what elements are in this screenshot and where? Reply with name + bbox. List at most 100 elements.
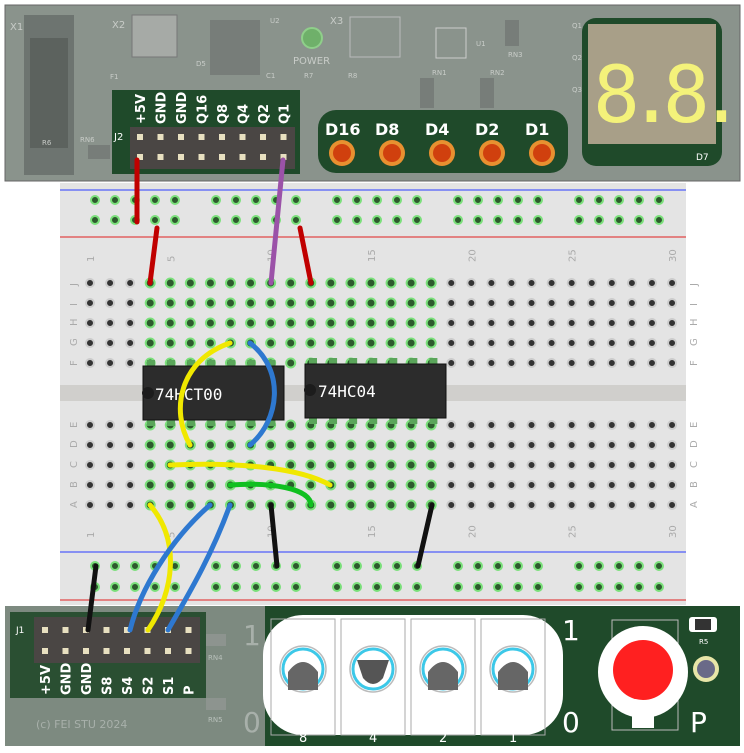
breadboard-hole[interactable]: [365, 277, 377, 289]
breadboard-hole[interactable]: [446, 480, 457, 490]
rail-hole[interactable]: [513, 195, 523, 205]
breadboard-hole[interactable]: [345, 439, 357, 451]
breadboard-hole[interactable]: [265, 297, 277, 309]
breadboard-hole[interactable]: [566, 480, 577, 490]
push-button[interactable]: [598, 619, 688, 731]
breadboard-hole[interactable]: [446, 298, 457, 308]
breadboard-hole[interactable]: [506, 278, 517, 288]
breadboard-hole[interactable]: [105, 480, 116, 490]
rail-hole[interactable]: [453, 582, 463, 592]
rail-hole[interactable]: [392, 215, 402, 225]
breadboard-hole[interactable]: [85, 500, 95, 510]
rail-hole[interactable]: [231, 561, 241, 571]
breadboard-hole[interactable]: [105, 500, 116, 510]
breadboard-hole[interactable]: [285, 439, 297, 451]
breadboard-hole[interactable]: [466, 278, 477, 288]
breadboard-hole[interactable]: [626, 500, 637, 510]
breadboard-hole[interactable]: [526, 420, 537, 430]
breadboard-hole[interactable]: [506, 440, 517, 450]
breadboard-hole[interactable]: [405, 297, 417, 309]
breadboard-hole[interactable]: [466, 420, 477, 430]
breadboard-hole[interactable]: [365, 317, 377, 329]
rail-hole[interactable]: [332, 582, 342, 592]
breadboard-hole[interactable]: [385, 499, 397, 511]
rail-hole[interactable]: [110, 215, 120, 225]
breadboard-hole[interactable]: [164, 317, 176, 329]
breadboard-hole[interactable]: [446, 500, 457, 510]
header-pin[interactable]: [103, 648, 110, 654]
rail-hole[interactable]: [513, 561, 523, 571]
breadboard-hole[interactable]: [425, 439, 437, 451]
breadboard-hole[interactable]: [526, 460, 537, 470]
rail-hole[interactable]: [372, 561, 382, 571]
breadboard-hole[interactable]: [204, 439, 216, 451]
breadboard-hole[interactable]: [184, 297, 196, 309]
header-pin[interactable]: [103, 627, 110, 633]
breadboard-hole[interactable]: [446, 318, 457, 328]
breadboard-hole[interactable]: [526, 318, 537, 328]
breadboard-hole[interactable]: [486, 460, 497, 470]
breadboard-hole[interactable]: [365, 459, 377, 471]
breadboard-hole[interactable]: [345, 459, 357, 471]
rail-hole[interactable]: [271, 582, 281, 592]
breadboard-hole[interactable]: [667, 480, 678, 490]
rail-hole[interactable]: [594, 195, 604, 205]
rail-hole[interactable]: [473, 582, 483, 592]
header-pin[interactable]: [239, 134, 246, 140]
breadboard-hole[interactable]: [626, 420, 637, 430]
header-pin[interactable]: [260, 134, 266, 140]
dip-switch-8[interactable]: 8: [270, 618, 336, 746]
breadboard-hole[interactable]: [144, 317, 156, 329]
header-pin[interactable]: [219, 134, 225, 140]
breadboard-hole[interactable]: [506, 460, 517, 470]
breadboard-hole[interactable]: [446, 358, 457, 368]
breadboard-hole[interactable]: [285, 459, 297, 471]
rail-hole[interactable]: [231, 195, 241, 205]
rail-hole[interactable]: [211, 561, 221, 571]
rail-hole[interactable]: [110, 561, 120, 571]
rail-hole[interactable]: [352, 582, 362, 592]
rail-hole[interactable]: [654, 195, 664, 205]
breadboard-hole[interactable]: [506, 318, 517, 328]
breadboard-hole[interactable]: [646, 460, 657, 470]
breadboard-hole[interactable]: [164, 499, 176, 511]
breadboard-hole[interactable]: [506, 338, 517, 348]
breadboard-hole[interactable]: [646, 500, 657, 510]
rail-hole[interactable]: [332, 195, 342, 205]
breadboard-hole[interactable]: [144, 479, 156, 491]
breadboard-hole[interactable]: [606, 480, 617, 490]
breadboard-hole[interactable]: [526, 278, 537, 288]
breadboard-hole[interactable]: [606, 318, 617, 328]
breadboard-hole[interactable]: [164, 439, 176, 451]
breadboard-hole[interactable]: [667, 298, 678, 308]
breadboard-hole[interactable]: [405, 277, 417, 289]
breadboard-hole[interactable]: [285, 337, 297, 349]
breadboard-hole[interactable]: [566, 338, 577, 348]
breadboard-hole[interactable]: [506, 298, 517, 308]
breadboard-hole[interactable]: [566, 420, 577, 430]
breadboard-hole[interactable]: [385, 439, 397, 451]
breadboard-hole[interactable]: [385, 317, 397, 329]
chip-74hct00[interactable]: 74HCT00: [142, 365, 285, 421]
breadboard-hole[interactable]: [245, 297, 257, 309]
breadboard-hole[interactable]: [385, 459, 397, 471]
header-pin[interactable]: [157, 154, 164, 160]
breadboard-hole[interactable]: [405, 479, 417, 491]
rail-hole[interactable]: [493, 582, 503, 592]
breadboard-hole[interactable]: [486, 480, 497, 490]
breadboard-hole[interactable]: [566, 440, 577, 450]
breadboard-hole[interactable]: [345, 297, 357, 309]
header-pin[interactable]: [198, 134, 205, 140]
rail-hole[interactable]: [614, 561, 624, 571]
rail-hole[interactable]: [332, 561, 342, 571]
rail-hole[interactable]: [634, 561, 644, 571]
breadboard-hole[interactable]: [526, 338, 537, 348]
rail-hole[interactable]: [453, 215, 463, 225]
breadboard-hole[interactable]: [667, 440, 678, 450]
rail-hole[interactable]: [513, 215, 523, 225]
breadboard-hole[interactable]: [125, 420, 136, 430]
breadboard-hole[interactable]: [325, 277, 337, 289]
breadboard-hole[interactable]: [626, 480, 637, 490]
rail-hole[interactable]: [614, 582, 624, 592]
breadboard-hole[interactable]: [586, 318, 597, 328]
